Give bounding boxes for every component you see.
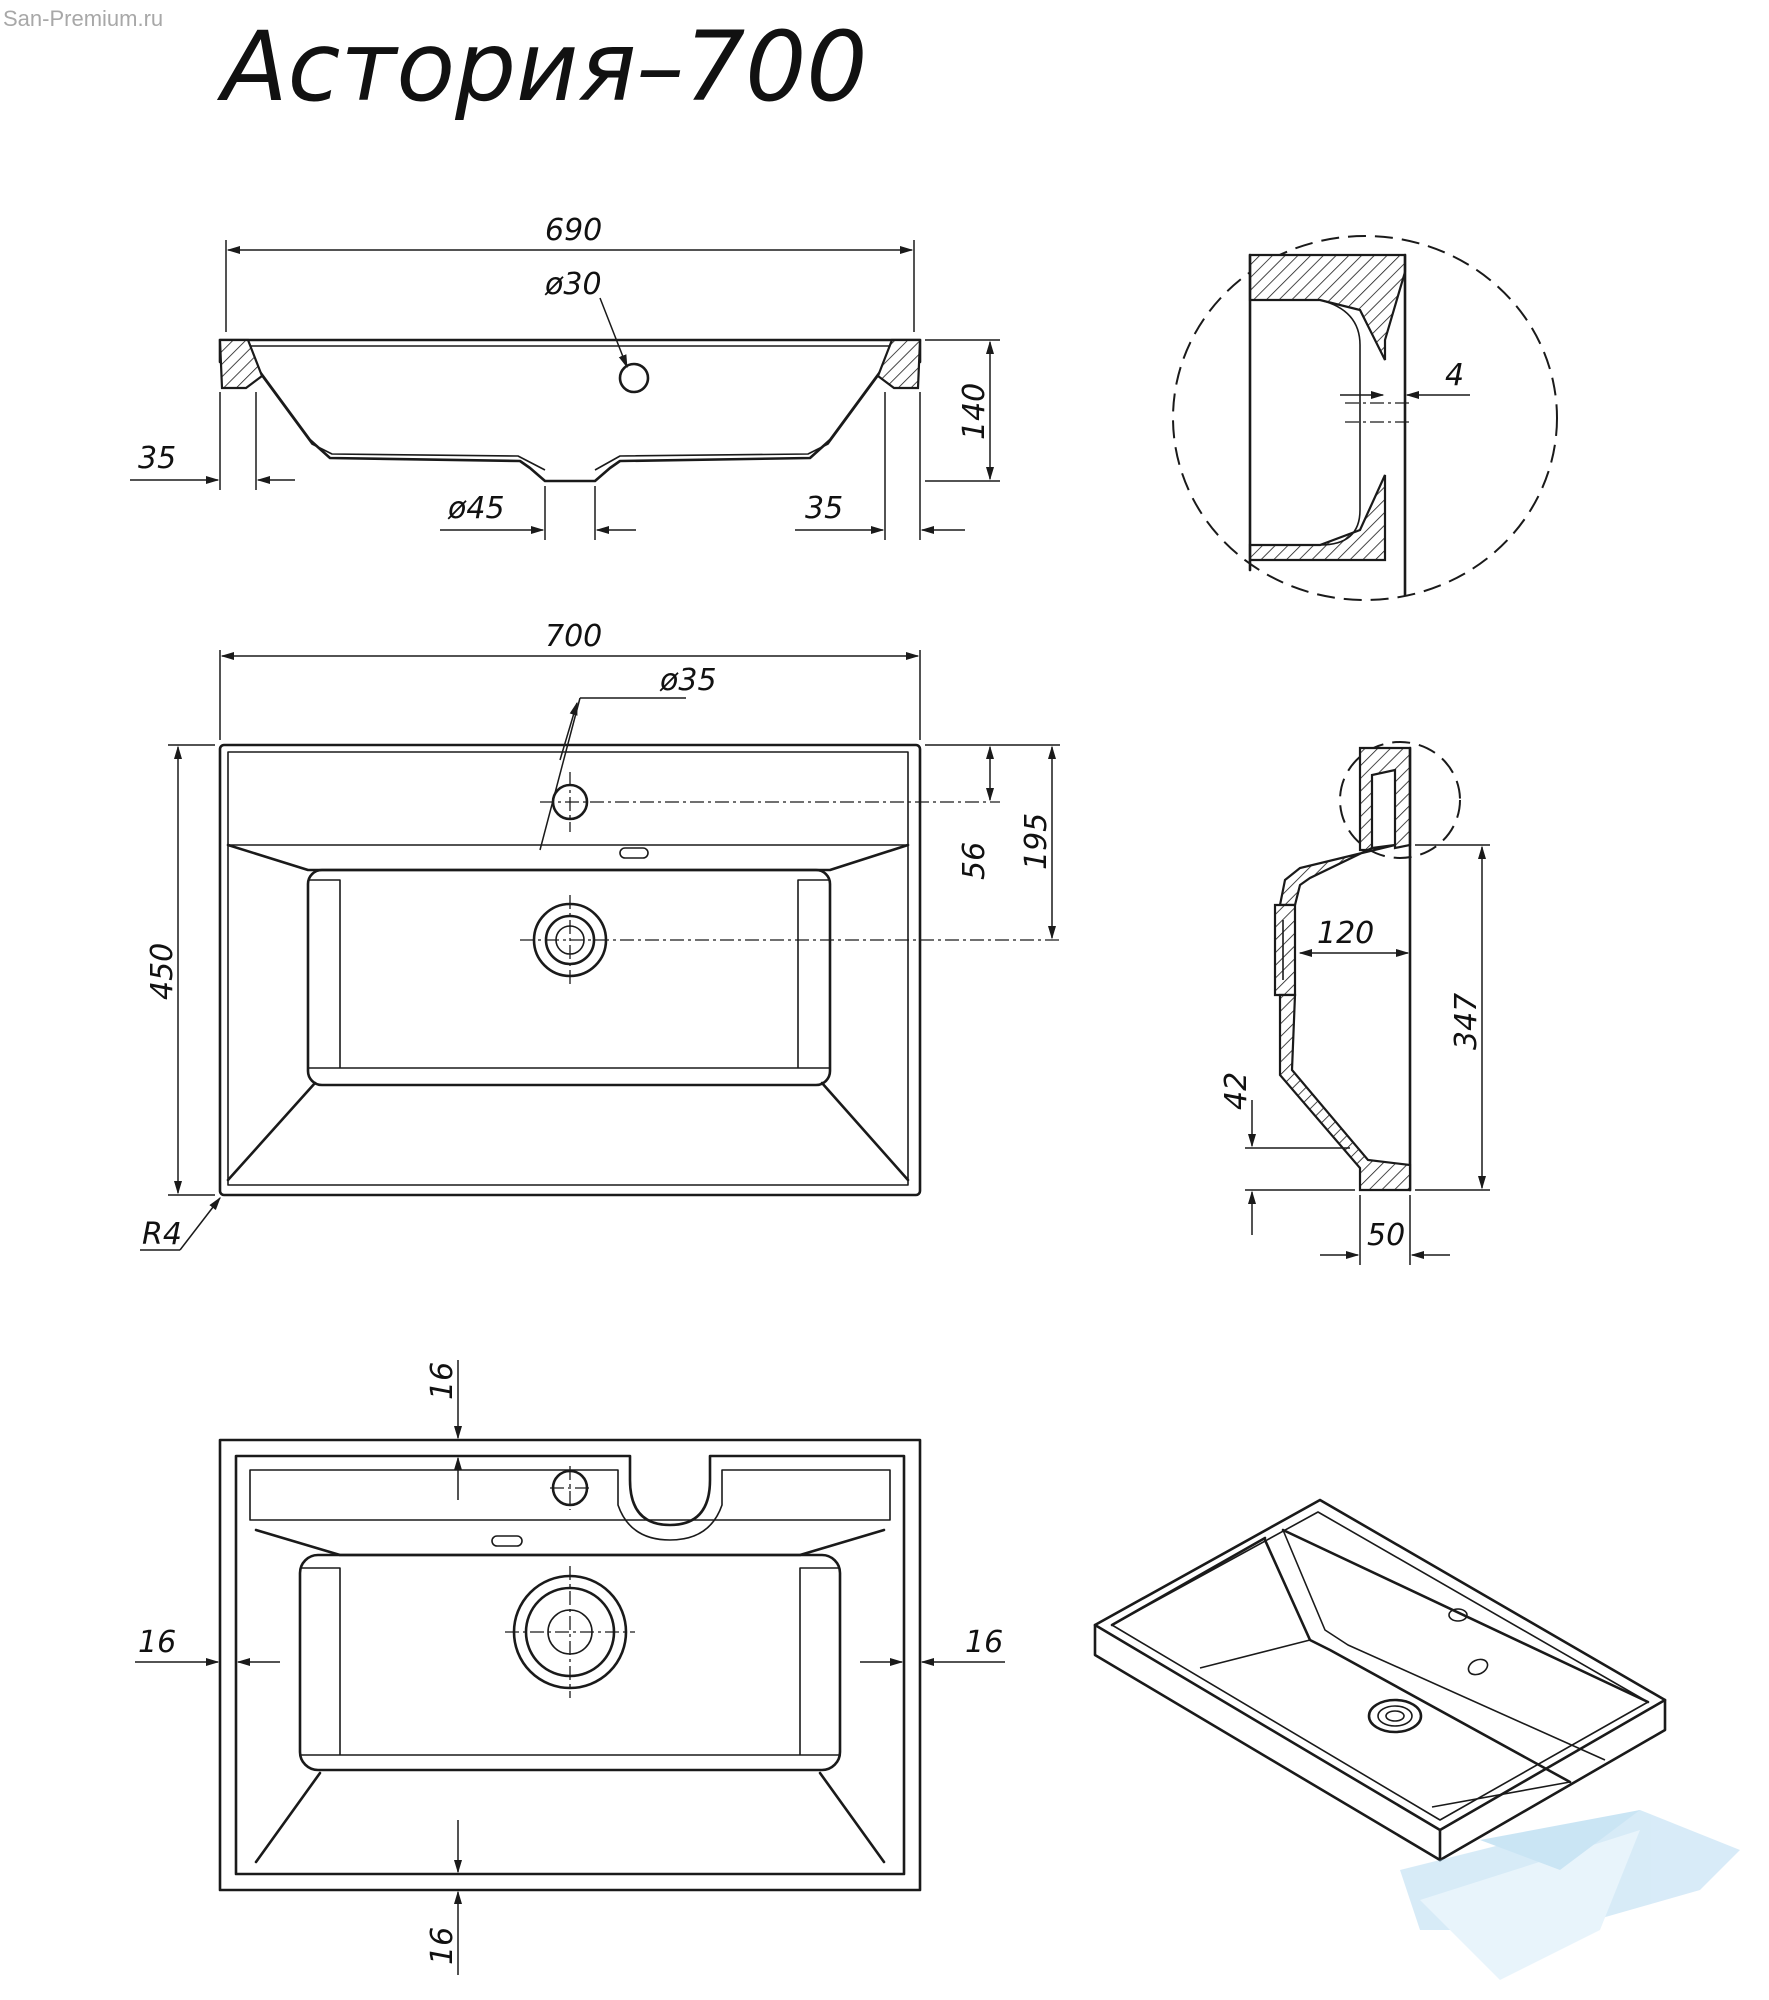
- dim-450: 450: [145, 943, 180, 1000]
- dim-r4: R4: [142, 1217, 182, 1252]
- dim-4: 4: [1445, 358, 1464, 393]
- dim-16-right: 16: [965, 1625, 1003, 1660]
- drawing-title: Астория–700: [216, 11, 867, 123]
- dim-120: 120: [1317, 916, 1374, 951]
- dim-347: 347: [1449, 993, 1484, 1050]
- dim-195: 195: [1019, 813, 1054, 870]
- isometric-view: [1093, 1498, 1667, 1862]
- watermark-text: San-Premium.ru: [3, 6, 163, 31]
- dim-700: 700: [545, 619, 602, 654]
- dim-42: 42: [1219, 1072, 1254, 1110]
- dim-50: 50: [1367, 1218, 1405, 1253]
- dim-16-bottom: 16: [425, 1927, 460, 1965]
- cutout-view: 16 16 16 16: [135, 1360, 1005, 1975]
- top-view: 700 ø35 56 195 450 R4: [140, 619, 1060, 1252]
- dim-690: 690: [545, 213, 602, 248]
- dim-140: 140: [957, 383, 992, 440]
- overflow-hole: [618, 362, 650, 394]
- dim-16-top: 16: [425, 1362, 460, 1400]
- dim-16-left: 16: [138, 1625, 176, 1660]
- dim-o35: ø35: [659, 663, 717, 698]
- dim-o30: ø30: [544, 267, 602, 302]
- dim-35-right: 35: [805, 491, 843, 526]
- side-section-view: 120 347 42 50: [1219, 741, 1490, 1265]
- dim-o45: ø45: [447, 491, 505, 526]
- detail-view: 4: [1172, 235, 1558, 601]
- dim-35-left: 35: [138, 441, 176, 476]
- dim-56: 56: [957, 842, 992, 880]
- logo-watermark: [1400, 1810, 1740, 1980]
- front-section-view: 690 ø30 140 35 ø45 35: [130, 213, 1000, 540]
